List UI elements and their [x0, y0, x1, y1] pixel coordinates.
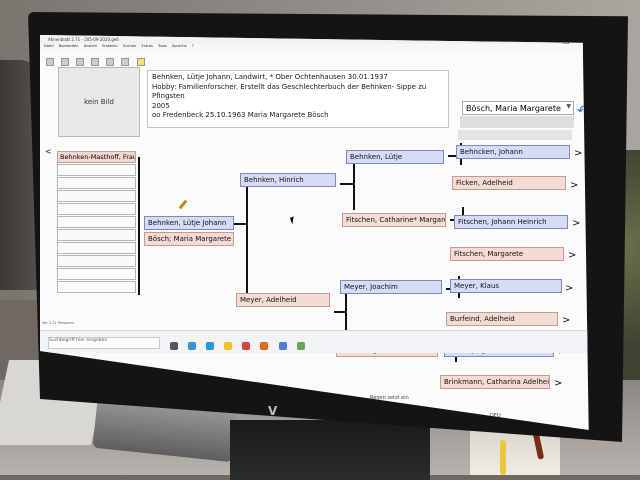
menu-erstellen[interactable]: Erstellen — [102, 44, 118, 48]
spouse-select[interactable]: Bösch, Maria Margarete ▼ — [462, 101, 574, 115]
widgets-icon[interactable] — [188, 342, 197, 350]
sibling-slot[interactable] — [57, 177, 136, 189]
monitor-stand — [230, 420, 430, 480]
grandfather-paternal-box[interactable]: Behnken, Lütje — [346, 150, 444, 164]
status-text: Ver 2.71 Personen — [42, 321, 74, 325]
menu-datei[interactable]: Datei — [44, 44, 54, 48]
info-line: oo Fredenbeck 25.10.1963 Maria Margarete… — [152, 111, 329, 119]
expand-arrow-icon[interactable]: > — [572, 218, 581, 229]
great-grandparent-box[interactable]: Fitschen, Johann Heinrich — [454, 215, 568, 229]
sibling-item[interactable]: Behnken-Masthoff, Frauke — [57, 151, 136, 163]
settings-icon[interactable] — [121, 58, 130, 66]
spouse-select-value: Bösch, Maria Margarete — [466, 104, 561, 113]
sibling-slot[interactable] — [57, 268, 136, 280]
sibling-slot[interactable] — [57, 242, 136, 254]
mother-box[interactable]: Meyer, Adelheid — [236, 293, 330, 307]
great-grandparent-box[interactable]: Brinkmann, Catharina Adelheid — [440, 375, 550, 389]
sibling-slot[interactable] — [57, 281, 136, 293]
system-tray-language[interactable]: DEU — [490, 413, 501, 419]
great-grandparent-box[interactable]: Fitschen, Margarete — [450, 247, 564, 261]
tree-connector — [353, 157, 355, 210]
sibling-slot[interactable] — [57, 203, 136, 215]
screen: Ahnenblatt 2.71 - 205-09-2020.ge6 – □ ✕ … — [40, 35, 589, 430]
info-line: Behnken, Lütje Johann, Landwirt, * Ober … — [152, 73, 388, 81]
tree-connector — [448, 155, 461, 157]
chevron-down-icon: ▼ — [566, 103, 571, 110]
father-box[interactable]: Behnken, Hinrich — [240, 173, 336, 187]
task-view-icon[interactable] — [170, 342, 178, 350]
menu-tools[interactable]: Tools — [157, 44, 167, 48]
weather-status[interactable]: Regen setzt ein — [370, 395, 409, 401]
photo-label: kein Bild — [84, 98, 114, 106]
sibling-slot[interactable] — [57, 190, 136, 202]
open-folder-icon[interactable] — [61, 58, 70, 66]
tree-connector — [334, 311, 346, 313]
sibling-connector — [138, 157, 140, 295]
expand-arrow-icon[interactable]: > — [565, 283, 574, 294]
siblings-prev-button[interactable]: < — [45, 147, 52, 156]
grandmother-paternal-box[interactable]: Fitschen, Catharine* Margare — [342, 213, 446, 227]
chrome-icon[interactable] — [242, 342, 251, 350]
sibling-slot[interactable] — [57, 229, 136, 241]
menu-ansicht[interactable]: Ansicht — [83, 44, 97, 48]
tree-connector — [234, 223, 248, 225]
taskbar-search-input[interactable]: Suchbegriff hier eingeben — [48, 337, 160, 349]
save-icon[interactable] — [76, 58, 85, 66]
expand-arrow-icon[interactable]: > — [570, 180, 579, 191]
pencil-icon[interactable] — [178, 199, 188, 210]
undo-icon[interactable]: ↶ — [577, 103, 589, 119]
menu-suchen[interactable]: Suchen — [122, 44, 137, 48]
tertiary-field[interactable] — [458, 130, 572, 140]
tree-connector — [246, 180, 248, 300]
person-info: Behnken, Lütje Johann, Landwirt, * Ober … — [147, 70, 449, 128]
help-icon[interactable] — [136, 58, 145, 66]
taskbar-icons — [170, 335, 310, 354]
tree-connector — [340, 183, 354, 185]
menu-help[interactable]: ? — [191, 44, 194, 48]
expand-arrow-icon[interactable]: > — [562, 315, 571, 326]
firefox-icon[interactable] — [260, 342, 269, 350]
monitor-brand: V — [268, 404, 279, 418]
expand-arrow-icon[interactable]: > — [568, 250, 577, 261]
expand-arrow-icon[interactable]: > — [574, 148, 583, 159]
great-grandparent-box[interactable]: Meyer, Klaus — [450, 279, 562, 293]
app-icon[interactable] — [296, 342, 305, 350]
folder-icon[interactable] — [224, 342, 233, 350]
pen — [500, 440, 506, 475]
menu-bar: Datei Bearbeiten Ansicht Erstellen Suche… — [40, 44, 589, 50]
toolbar — [46, 51, 147, 66]
proband-box[interactable]: Behnken, Lütje Johann — [144, 216, 234, 230]
store-icon[interactable] — [278, 342, 287, 350]
window-title: Ahnenblatt 2.71 - 205-09-2020.ge6 — [48, 37, 119, 42]
sibling-slot[interactable] — [57, 216, 136, 228]
person-photo[interactable]: kein Bild — [58, 67, 140, 137]
menu-bearbeiten[interactable]: Bearbeiten — [58, 44, 79, 48]
new-file-icon[interactable] — [46, 58, 54, 66]
print-icon[interactable] — [91, 58, 100, 66]
great-grandparent-box[interactable]: Ficken, Adelheid — [452, 176, 566, 190]
tree-connector — [345, 288, 347, 345]
great-grandparent-box[interactable]: Burfeind, Adelheid — [446, 312, 558, 326]
menu-sprache[interactable]: Sprache — [171, 44, 187, 48]
sibling-slot[interactable] — [57, 255, 136, 267]
expand-arrow-icon[interactable]: > — [554, 378, 563, 389]
sibling-slot[interactable] — [57, 164, 136, 176]
info-line: Hobby: Familienforscher. Erstellt das Ge… — [152, 82, 427, 101]
secondary-field[interactable] — [460, 116, 574, 128]
grandfather-maternal-box[interactable]: Meyer, Joachim — [340, 280, 442, 294]
great-grandparent-box[interactable]: Behncken, Johann — [456, 145, 570, 159]
proband-spouse-box[interactable]: Bösch; Maria Margarete — [144, 232, 234, 246]
edge-icon[interactable] — [206, 342, 215, 350]
info-line: 2005 — [152, 101, 170, 110]
search-icon[interactable] — [106, 58, 115, 66]
mouse-cursor — [289, 216, 297, 225]
menu-extras[interactable]: Extras — [141, 44, 153, 48]
